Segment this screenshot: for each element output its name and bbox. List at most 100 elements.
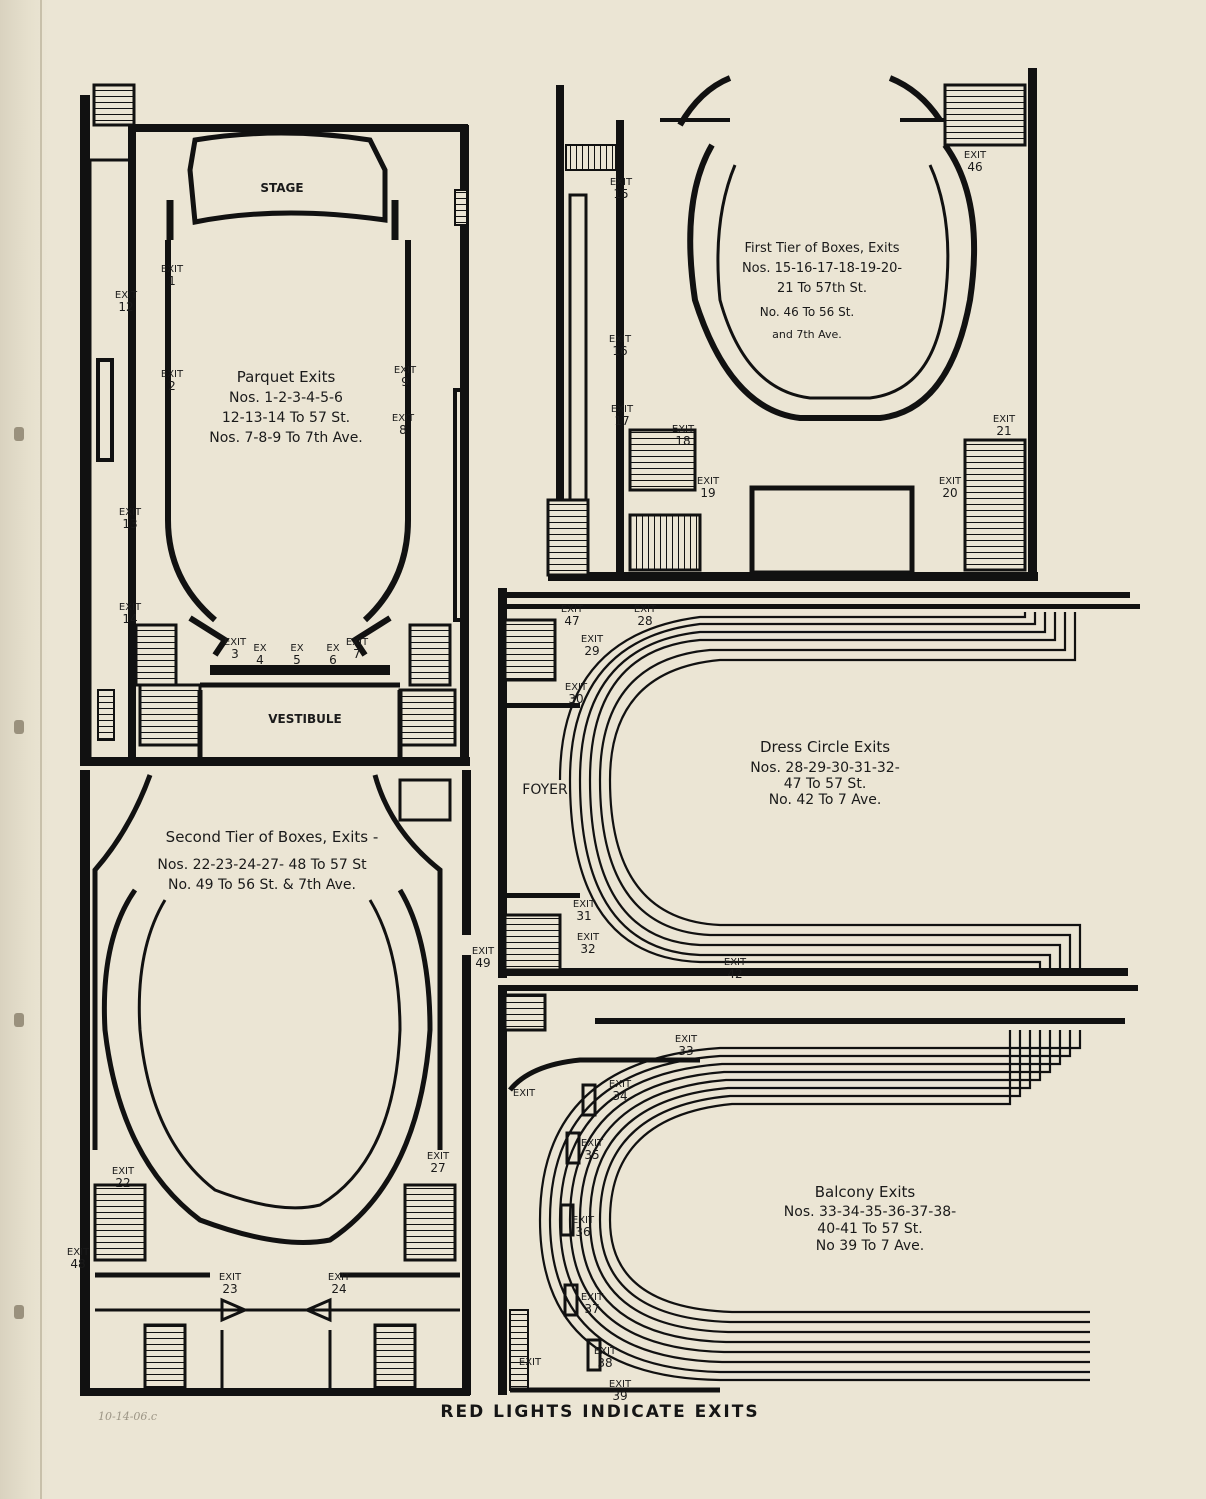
exit-label-word: EXIT	[161, 369, 184, 380]
exit-label-number: 14	[122, 612, 137, 626]
exit-label-word: EXIT	[115, 290, 138, 301]
exit-label-word: EXIT	[993, 414, 1016, 425]
exit-label-word: EXIT	[573, 899, 596, 910]
exit-label-number: 39	[612, 1389, 627, 1403]
binding-stitch	[14, 720, 24, 734]
exit-label-word: EXIT	[561, 604, 584, 615]
parquet-line: Nos. 7-8-9 To 7th Ave.	[209, 430, 363, 446]
first-tier-line: No. 46 To 56 St.	[760, 305, 855, 319]
dress-circle-title: Dress Circle Exits	[760, 738, 890, 756]
exits-caption: RED LIGHTS INDICATE EXITS	[440, 1402, 760, 1422]
exit-label-word: EXIT	[392, 413, 415, 424]
exit-label-word: EXIT	[67, 1247, 90, 1258]
exit-label-number: 34	[612, 1089, 627, 1103]
exit-label-word: EX	[253, 643, 266, 654]
exit-label-number: 36	[575, 1225, 590, 1239]
exit-label-number: 2	[168, 379, 176, 393]
exit-label-number: 13	[122, 517, 137, 531]
exit-label-word: EXIT	[572, 1215, 595, 1226]
second-tier-line: Nos. 22-23-24-27- 48 To 57 St	[157, 857, 367, 873]
exit-label-number: 7	[353, 647, 361, 661]
exit-label-word: EXIT	[427, 1151, 450, 1162]
exit-label-number: 33	[678, 1044, 693, 1058]
exit-label-number: 31	[576, 909, 591, 923]
exit-label-number: 30	[568, 692, 583, 706]
binding-stitch	[14, 1305, 24, 1319]
exit-label-word: EXIT	[219, 1272, 242, 1283]
exit-label-word: EXIT	[581, 634, 604, 645]
exit-label-number: 27	[430, 1161, 445, 1175]
exit-label-number: 1	[168, 274, 176, 288]
exit-label-number: 8	[399, 423, 407, 437]
exit-label-word: EXIT	[609, 334, 632, 345]
exit-label-word: EXIT	[161, 264, 184, 275]
exit-label-word: EXIT	[675, 1034, 698, 1045]
exit-label-number: 37	[584, 1302, 599, 1316]
exit-label-word: EXIT	[112, 1166, 135, 1177]
exit-label-word: EXIT	[610, 177, 633, 188]
foyer-label: FOYER	[522, 782, 568, 798]
exit-label-word: EXIT	[697, 476, 720, 487]
exit-label-word: EX	[290, 643, 303, 654]
dress-circle-line: Nos. 28-29-30-31-32-	[750, 760, 900, 776]
exit-label-number: 24	[331, 1282, 346, 1296]
dress-circle-plan	[498, 588, 1140, 978]
exit-label-word: EXIT	[119, 602, 142, 613]
balcony-line: Nos. 33-34-35-36-37-38-	[784, 1204, 956, 1220]
binding-stitch	[14, 1013, 24, 1027]
exit-label-word: EXIT	[513, 1088, 536, 1099]
exit-label-word: EXIT	[964, 150, 987, 161]
exit-label-word: EXIT	[609, 1079, 632, 1090]
first-tier-line: Nos. 15-16-17-18-19-20-	[742, 261, 902, 276]
balcony-line: No 39 To 7 Ave.	[816, 1238, 924, 1254]
exit-label-number: 3	[231, 647, 239, 661]
exit-label-word: EX	[326, 643, 339, 654]
exit-label-word: EXIT	[119, 507, 142, 518]
dress-circle-line: 47 To 57 St.	[784, 776, 867, 792]
exit-label-number: 28	[637, 614, 652, 628]
exit-label-word: EXIT	[394, 365, 417, 376]
exit-label-number: 46	[967, 160, 982, 174]
exit-label-word: EXIT	[581, 1138, 604, 1149]
exit-label-number: 21	[996, 424, 1011, 438]
exit-label-number: 35	[584, 1148, 599, 1162]
exit-label-word: EXIT	[724, 957, 747, 968]
balcony-title: Balcony Exits	[815, 1183, 916, 1201]
exit-label-number: 9	[401, 375, 409, 389]
first-tier-line: 21 To 57th St.	[777, 281, 867, 296]
exit-label-number: 49	[475, 956, 490, 970]
second-tier-title: Second Tier of Boxes, Exits -	[166, 828, 379, 846]
exit-label-number: 16	[612, 344, 627, 358]
exit-label-word: EXIT	[577, 932, 600, 943]
second-tier-line: No. 49 To 56 St. & 7th Ave.	[168, 877, 356, 893]
parquet-line: Nos. 1-2-3-4-5-6	[229, 390, 343, 406]
balcony-plan	[498, 985, 1138, 1395]
parquet-exits-title: Parquet Exits	[237, 368, 336, 386]
exit-label-number: 38	[597, 1356, 612, 1370]
parquet-line: 12-13-14 To 57 St.	[222, 410, 350, 426]
exit-label-number: 18	[675, 434, 690, 448]
exit-label-number: 29	[584, 644, 599, 658]
exit-label-number: 42	[727, 967, 742, 981]
exit-label-word: EXIT	[611, 404, 634, 415]
exit-label-word: EXIT	[594, 1346, 617, 1357]
exit-label-number: 32	[580, 942, 595, 956]
exit-labels: EXIT1EXIT12EXIT2EXIT9EXIT8EXIT13EXIT14EX…	[67, 150, 1016, 1403]
exit-label-number: 19	[700, 486, 715, 500]
exit-label-word: EXIT	[634, 604, 657, 615]
balcony-line: 40-41 To 57 St.	[817, 1221, 922, 1237]
second-tier-plan	[80, 770, 471, 1396]
exit-label-word: EXIT	[609, 1379, 632, 1390]
exit-label-word: EXIT	[224, 637, 247, 648]
binding-stitch	[14, 427, 24, 441]
parquet-plan	[80, 83, 470, 766]
exit-label-number: 20	[942, 486, 957, 500]
exit-label-number: 4	[256, 653, 264, 667]
exit-label-word: EXIT	[328, 1272, 351, 1283]
exit-label-number: 22	[115, 1176, 130, 1190]
handwritten-note: 10-14-06.c	[98, 1410, 158, 1423]
exit-label-word: EXIT	[672, 424, 695, 435]
